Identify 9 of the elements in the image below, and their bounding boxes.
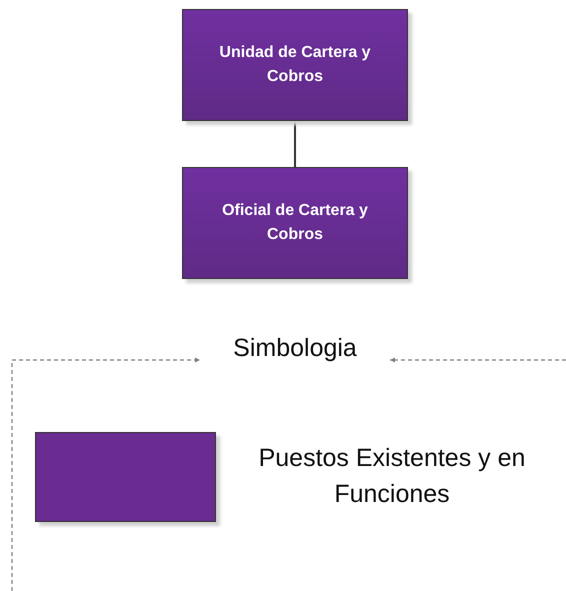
legend-text: Puestos Existentes y en Funciones bbox=[258, 443, 526, 510]
position-box bbox=[182, 167, 408, 279]
connector-line bbox=[294, 121, 296, 167]
dashed-arrow bbox=[390, 358, 566, 362]
dashed-arrow bbox=[11, 358, 200, 591]
legend-heading: Simbologia bbox=[233, 334, 357, 362]
position-title: Oficial de Cartera y Cobros bbox=[221, 201, 369, 245]
position-box bbox=[182, 9, 408, 121]
position-title: Unidad de Cartera y Cobros bbox=[218, 43, 372, 87]
